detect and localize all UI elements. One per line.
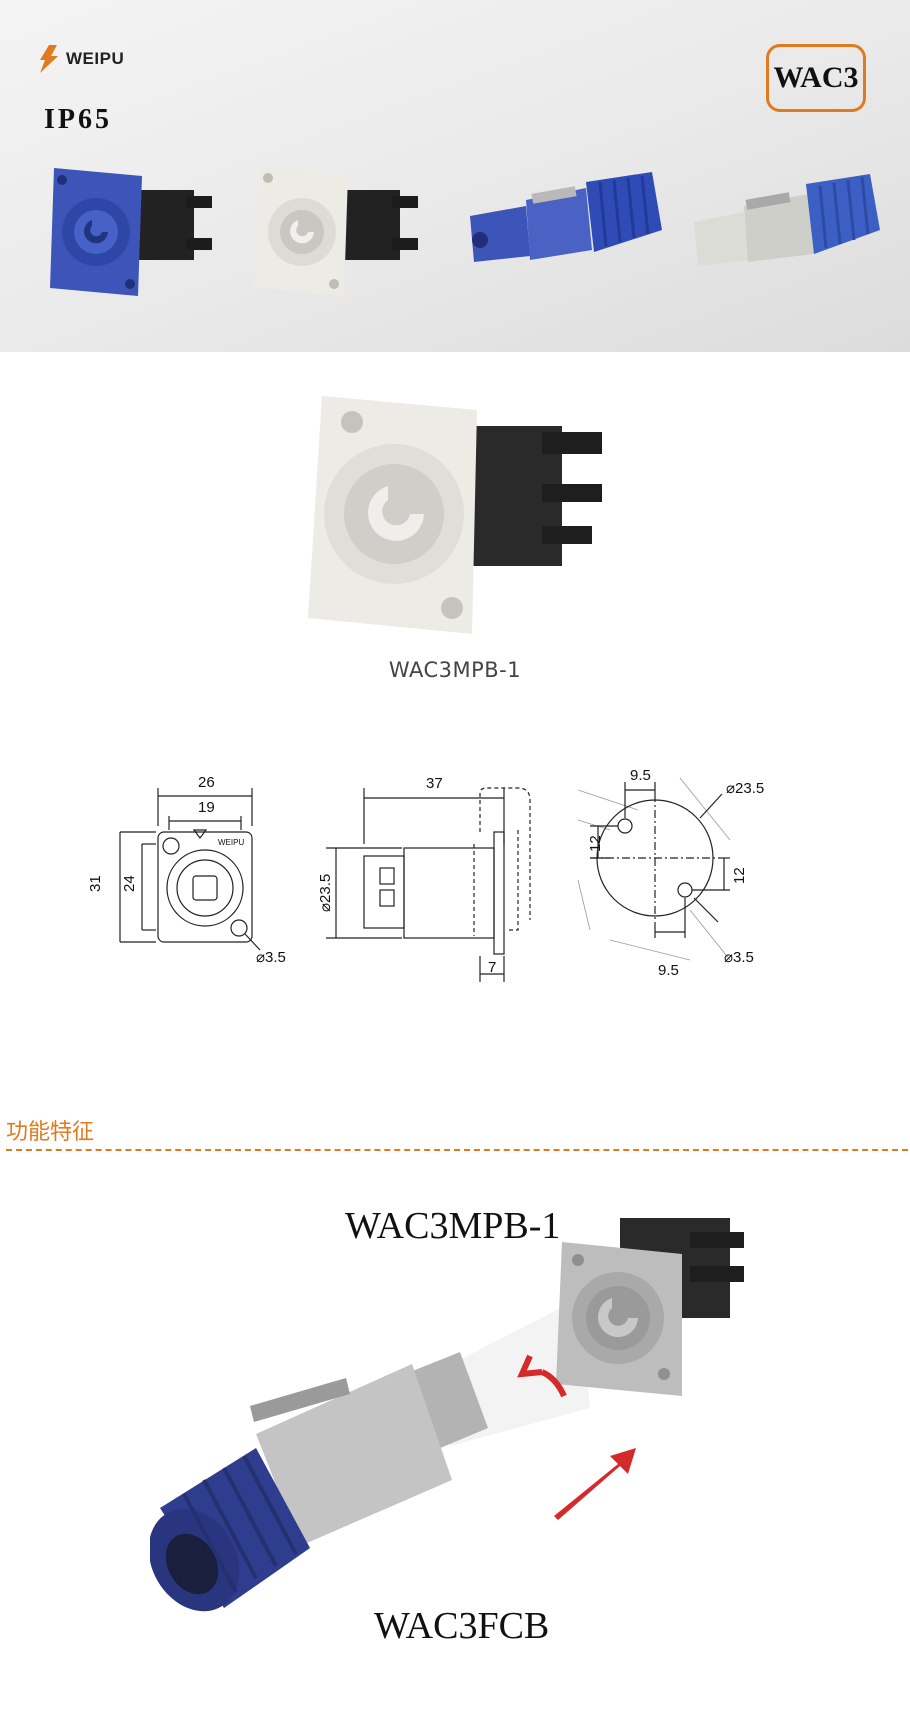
brand-name: WEIPU <box>66 49 125 68</box>
feature-label-socket: WAC3MPB-1 <box>345 1205 561 1247</box>
dim-front-height-outer: 31 <box>90 875 104 892</box>
dimension-drawing: 26 19 31 24 ⌀3.5 WEIPU 37 ⌀23.5 7 9.5 12… <box>90 767 764 982</box>
section-divider <box>6 1149 908 1151</box>
feature-label-plug: WAC3FCB <box>374 1605 550 1647</box>
dim-front-width-outer: 26 <box>198 774 215 791</box>
brand-logo: WEIPU <box>36 44 124 74</box>
dim-cutout-top: 9.5 <box>630 767 651 784</box>
dim-side-length: 37 <box>426 775 443 792</box>
dim-cutout-right: 12 <box>731 867 748 884</box>
dim-front-logo: WEIPU <box>218 838 244 847</box>
dim-cutout-bottom: 9.5 <box>658 962 679 979</box>
dim-front-hole: ⌀3.5 <box>256 949 286 966</box>
main-product-image <box>308 396 602 634</box>
feature-illustration <box>150 1218 744 1612</box>
dim-front-width-inner: 19 <box>198 799 215 816</box>
product-blue-socket <box>50 168 212 296</box>
ip-rating: IP65 <box>44 104 112 135</box>
main-product-caption: WAC3MPB-1 <box>388 658 522 682</box>
hero-banner: WEIPU IP65 WAC3 <box>0 0 910 352</box>
dim-front-height-inner: 24 <box>121 875 138 892</box>
dim-cutout-diameter: ⌀23.5 <box>726 780 764 797</box>
dim-side-diameter: ⌀23.5 <box>317 874 334 912</box>
dim-cutout-left: 12 <box>587 835 604 852</box>
product-blue-cable-connector <box>470 172 662 262</box>
dim-side-flange: 7 <box>488 959 496 976</box>
model-series-badge: WAC3 <box>766 44 866 112</box>
product-white-socket <box>254 166 418 296</box>
section-title: 功能特征 <box>6 1120 95 1145</box>
product-grey-cable-connector <box>694 174 880 266</box>
weipu-logo-icon <box>40 45 58 73</box>
dim-cutout-hole: ⌀3.5 <box>724 949 754 966</box>
